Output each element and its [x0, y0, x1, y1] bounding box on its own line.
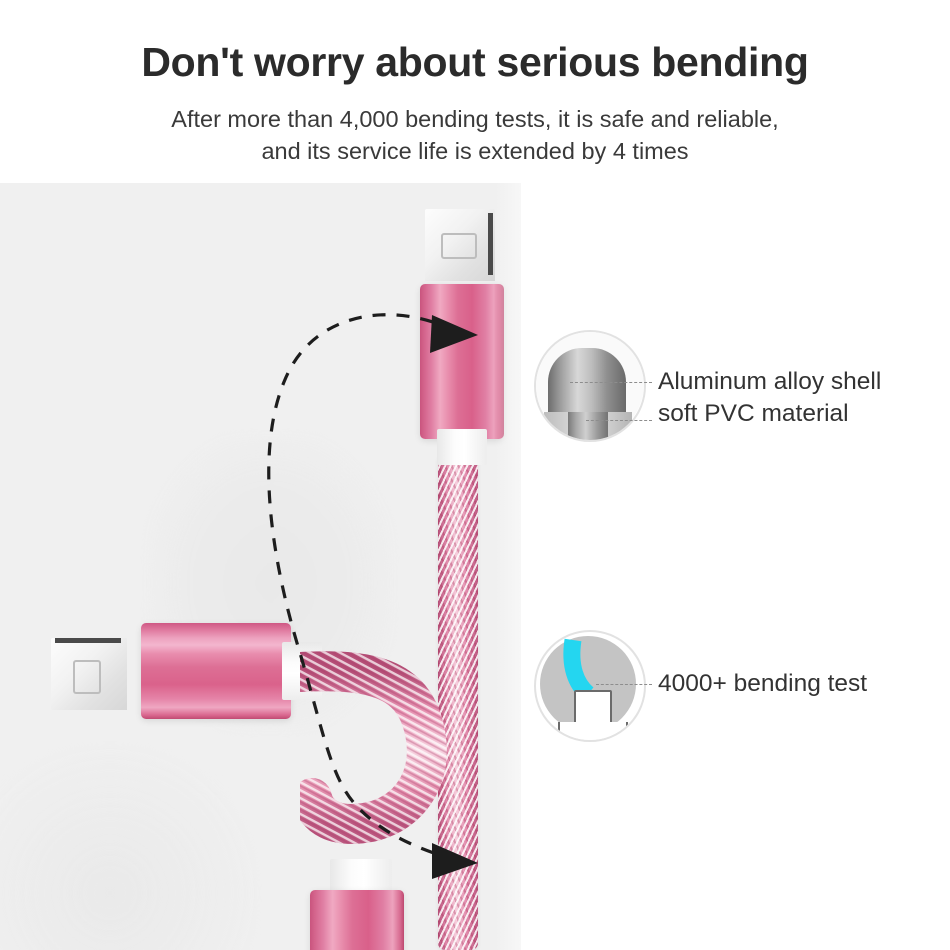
left-connector-shell: [141, 623, 291, 719]
arrow-head-top: [430, 315, 478, 353]
left-connector-usb-tip: [45, 638, 127, 710]
arrow-head-bottom: [432, 843, 478, 879]
material-callout-line-1: Aluminum alloy shell: [658, 368, 882, 395]
material-callout: Aluminum alloy shell soft PVC material: [534, 330, 950, 442]
bending-callout-text: 4000+ bending test: [658, 668, 867, 700]
bottom-connector-shell: [310, 890, 404, 950]
bending-callout-line-1: 4000+ bending test: [658, 670, 868, 697]
product-photo-panel: [0, 183, 521, 950]
header: Don't worry about serious bending After …: [0, 0, 950, 183]
page-title: Don't worry about serious bending: [141, 39, 809, 85]
page-subtitle: After more than 4,000 bending tests, it …: [0, 104, 950, 167]
bending-callout: 4000+ bending test: [534, 630, 950, 742]
material-callout-text: Aluminum alloy shell soft PVC material: [658, 366, 881, 431]
cable-bent-segment: [300, 638, 485, 888]
background-highlight-secondary: [0, 743, 260, 950]
bending-cable-icon: [534, 630, 646, 742]
subtitle-line-2: and its service life is extended by 4 ti…: [261, 137, 689, 164]
connector-cross-section-icon: [534, 330, 646, 442]
top-connector-collar: [437, 429, 487, 465]
subtitle-line-1: After more than 4,000 bending tests, it …: [171, 106, 779, 132]
bend-annotation-loop: [0, 183, 521, 950]
material-callout-line-2: soft PVC material: [658, 400, 849, 428]
top-connector-usb-tip: [425, 203, 495, 281]
bending-leader-line: [596, 684, 652, 685]
material-leader-line-2: [586, 420, 652, 421]
panel-edge-fade: [495, 183, 521, 950]
top-connector-shell: [420, 284, 504, 439]
material-leader-line-1: [570, 382, 652, 383]
